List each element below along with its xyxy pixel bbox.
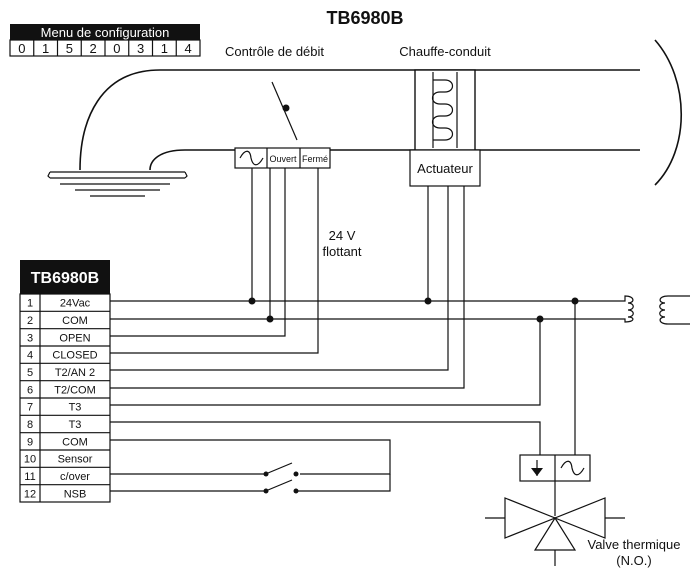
terminal-name: 24Vac <box>60 298 91 310</box>
diagram-title: TB6980B <box>326 8 403 28</box>
thermal-valve: Valve thermique (N.O.) <box>485 454 681 568</box>
ac-sine-icon <box>560 460 585 476</box>
terminal-name: OPEN <box>59 332 90 344</box>
config-digit: 2 <box>90 41 97 56</box>
terminal-number: 6 <box>27 384 33 396</box>
terminal-name: CLOSED <box>52 350 97 362</box>
config-digit: 4 <box>185 41 192 56</box>
terminal-number: 1 <box>27 298 33 310</box>
damper-open-terminal: Ouvert <box>269 154 297 164</box>
terminal-name: COM <box>62 315 88 327</box>
terminal-name: T2/COM <box>54 384 96 396</box>
duct-heater-label: Chauffe-conduit <box>399 44 491 59</box>
terminal-number: 8 <box>27 419 33 431</box>
config-digit: 1 <box>161 41 168 56</box>
terminal-number: 12 <box>24 488 36 500</box>
controller-header: TB6980B <box>31 270 99 287</box>
air-duct <box>47 39 683 197</box>
config-menu: Menu de configuration 0 1 5 2 0 3 1 4 <box>9 24 201 57</box>
flow-control-damper: Contrôle de débit Ouvert Fermé <box>225 44 331 169</box>
config-digit: 3 <box>137 41 144 56</box>
terminal-number: 2 <box>27 315 33 327</box>
damper-closed-terminal: Fermé <box>302 154 328 164</box>
terminal-name: c/over <box>60 471 90 483</box>
terminal-number: 3 <box>27 332 33 344</box>
terminal-number: 5 <box>27 367 33 379</box>
terminal-number: 7 <box>27 402 33 414</box>
terminal-name: T2/AN 2 <box>55 367 95 379</box>
config-menu-label: Menu de configuration <box>41 25 170 40</box>
supply-label-line1: 24 V <box>329 228 356 243</box>
config-digit: 0 <box>18 41 25 56</box>
flow-control-label: Contrôle de débit <box>225 44 324 59</box>
valve-label-line2: (N.O.) <box>616 553 651 568</box>
terminal-name: NSB <box>64 488 87 500</box>
terminal-name: Sensor <box>58 454 93 466</box>
arrow-down-icon <box>531 460 543 476</box>
transformer <box>620 295 690 325</box>
valve-label-line1: Valve thermique <box>588 537 681 552</box>
terminal-name: T3 <box>69 402 82 414</box>
config-digit: 0 <box>113 41 120 56</box>
config-digit: 5 <box>66 41 73 56</box>
terminal-number: 9 <box>27 436 33 448</box>
actuator-label: Actuateur <box>417 161 473 176</box>
wiring <box>110 168 620 494</box>
duct-heater: Chauffe-conduit Actuateur <box>399 44 491 187</box>
ac-sine-icon <box>239 150 264 166</box>
config-digit: 1 <box>42 41 49 56</box>
terminal-number: 11 <box>24 471 35 483</box>
supply-label-line2: flottant <box>322 244 361 259</box>
terminal-name: T3 <box>69 419 82 431</box>
diffuser <box>47 171 188 197</box>
terminal-number: 10 <box>24 454 36 466</box>
terminal-name: COM <box>62 436 88 448</box>
terminal-number: 4 <box>27 350 33 362</box>
